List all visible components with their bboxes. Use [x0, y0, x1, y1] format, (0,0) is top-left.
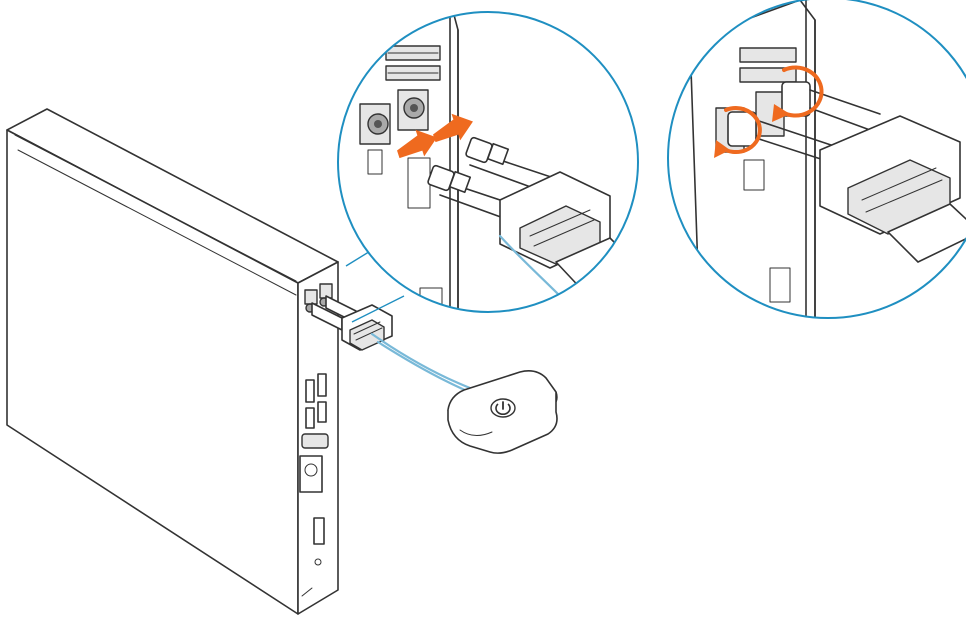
- detail-connect-antenna: [337, 11, 639, 313]
- detail-lens-a: [337, 11, 639, 313]
- desktop-computer: [6, 108, 357, 615]
- tightened-connector-1: [727, 111, 757, 147]
- rotate-clockwise-icon: [772, 65, 824, 122]
- detail-lens-b: [667, 0, 966, 319]
- rear-ports: [299, 283, 333, 597]
- rotate-clockwise-icon: [714, 106, 762, 158]
- arrow-right-icon: [433, 113, 473, 143]
- antenna-bracket: [499, 171, 638, 295]
- arrow-right-icon: [397, 129, 437, 159]
- wireless-antenna-puck: [447, 370, 558, 454]
- cable-connector-2: [465, 136, 510, 166]
- antenna-cable-main: [370, 332, 472, 390]
- antenna-cable-secondary: [376, 340, 476, 396]
- tightened-connector-2: [781, 81, 811, 117]
- detail-tighten-connectors: [667, 0, 966, 319]
- power-button-icon: [490, 398, 516, 418]
- antenna-bracket-detail-b: [819, 115, 966, 263]
- cable-connector-1: [427, 164, 472, 194]
